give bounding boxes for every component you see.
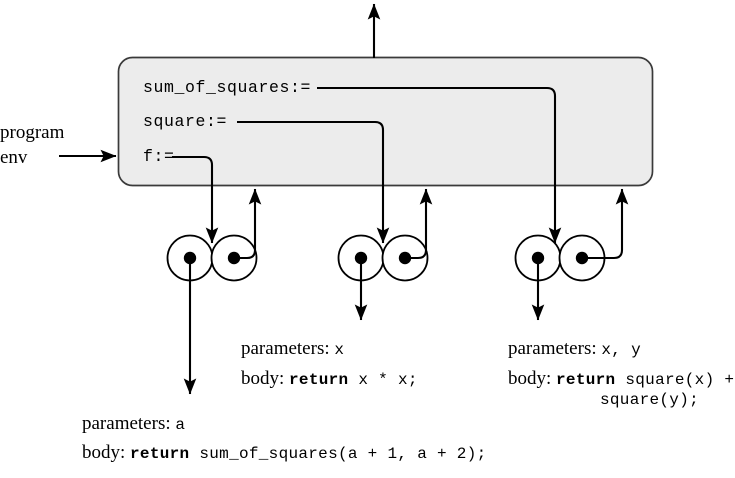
program-env-label-line2: env [0,147,28,168]
procedure-1-body-label: body: [82,442,126,463]
procedure-3-body-code: square(x) + [625,371,735,389]
procedure-2-body-label: body: [241,368,285,389]
procedure-2-parameters-line: parameters: x [225,323,344,374]
procedure-2-body-code: x * x; [358,371,418,389]
procedure-2-body-line: body: return x * x; [225,353,418,404]
diagram-vector-layer [59,3,654,395]
procedure-1-body-line: body: return sum_of_squares(a + 1, a + 2… [66,427,487,478]
binding-name-sum-of-squares: sum_of_squares:= [143,78,312,97]
procedure-1-parameters-label: parameters: [82,413,171,434]
procedure-3-env-pointer [582,188,629,260]
procedure-2-body-keyword: return [289,371,349,389]
global-env-frame [117,56,654,187]
procedure-3-parameters-line: parameters: x, y [492,323,641,374]
procedure-2-parameters-value: x [334,341,345,359]
procedure-2-parameters-label: parameters: [241,338,330,359]
procedure-3-body-line-continued: square(y); [584,376,699,424]
procedure-1-parameters-line: parameters: a [66,398,185,449]
procedure-2-env-pointer [405,188,433,260]
procedure-3-body-label: body: [508,368,552,389]
binding-name-square: square:= [143,112,228,131]
environment-diagram: program env sum_of_squares:= square:= f:… [0,3,734,462]
binding-name-f: f:= [143,147,175,166]
procedure-3-body-line: body: return square(x) + [492,353,734,404]
procedure-1-env-pointer [234,188,262,260]
procedure-object-2 [337,188,433,321]
procedure-object-3 [514,188,629,321]
procedure-3-body-keyword: return [556,371,616,389]
procedure-object-1 [166,188,262,395]
procedure-1-parameters-value: a [175,416,186,434]
binding-line-square [237,120,390,244]
binding-line-f [172,155,219,244]
binding-line-sum-of-squares [317,86,562,244]
procedure-3-parameters-value: x, y [601,341,641,359]
procedure-3-body-code-line2: square(y); [600,391,700,409]
procedure-3-parameters-label: parameters: [508,338,597,359]
program-env-label-line1: program [0,122,65,143]
